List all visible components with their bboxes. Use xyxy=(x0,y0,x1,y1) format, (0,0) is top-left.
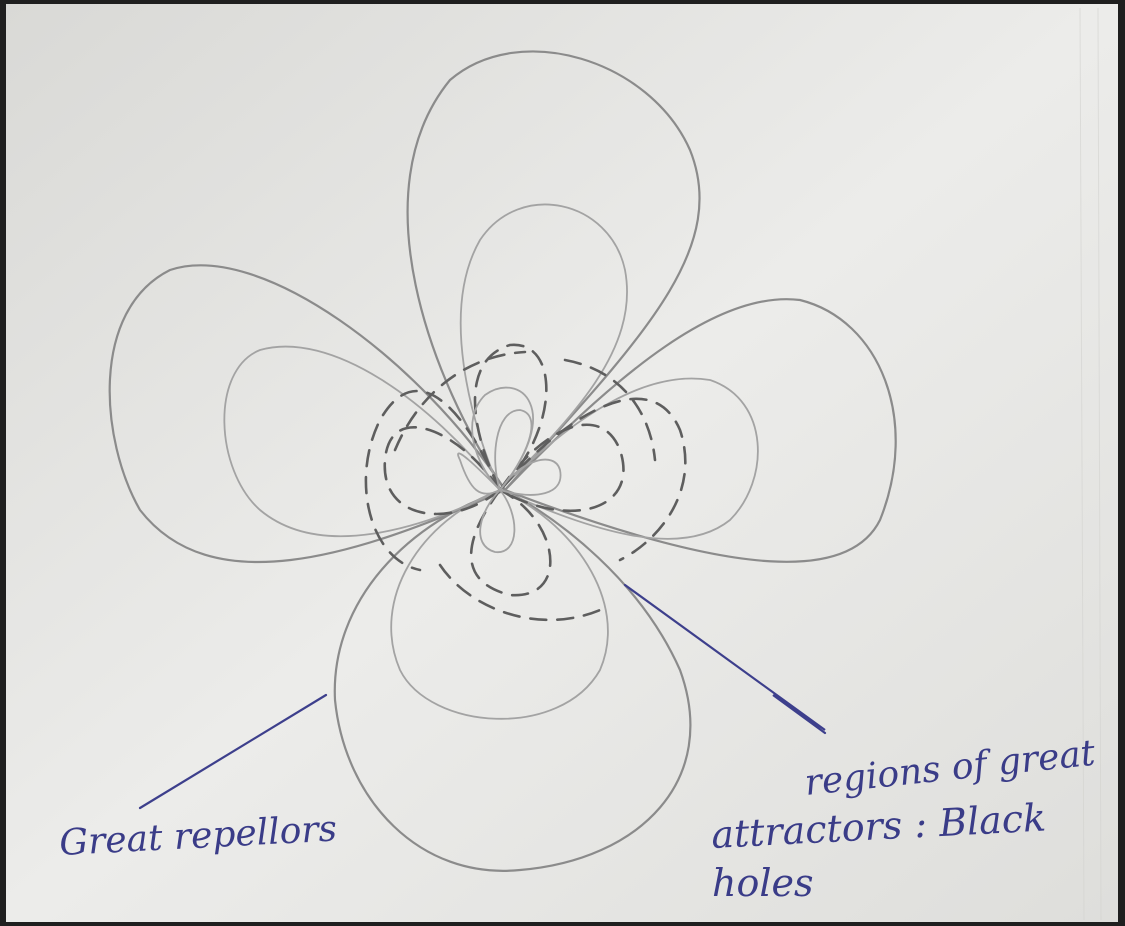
attractors-label-line-3: holes xyxy=(712,861,814,905)
